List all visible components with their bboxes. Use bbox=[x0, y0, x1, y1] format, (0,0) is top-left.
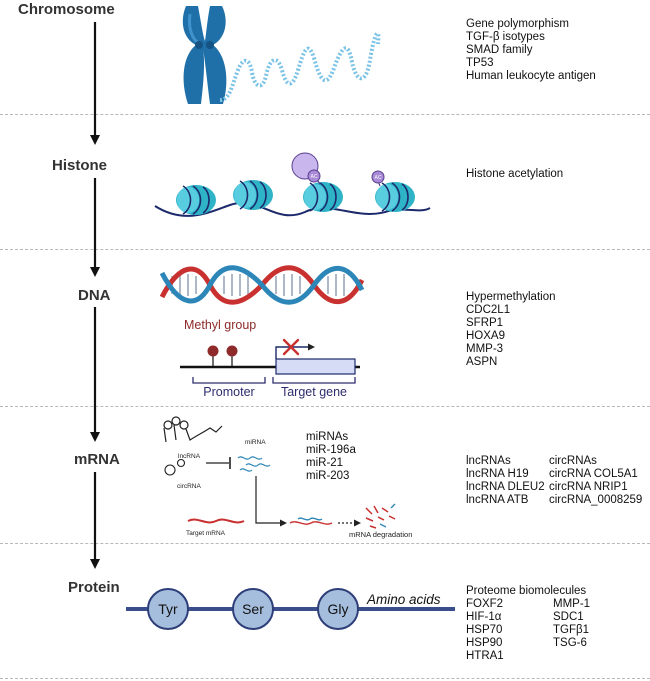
stage-label-histone: Histone bbox=[52, 157, 108, 174]
mirna-icon bbox=[237, 456, 271, 472]
gene-schematic: Promoter Target gene bbox=[180, 338, 360, 399]
methyl-group-icon bbox=[226, 345, 238, 367]
target-mrna-icon bbox=[187, 518, 245, 524]
x-mark-icon bbox=[282, 338, 300, 356]
list-item: miRNAs bbox=[306, 431, 349, 443]
list-item: ASPN bbox=[466, 356, 498, 368]
acetyl-group-icon: AC bbox=[291, 152, 321, 185]
list-item: circRNA_0008259 bbox=[549, 494, 643, 506]
target-gene-label: Target gene bbox=[281, 385, 347, 399]
amino-acid-bead: Gly bbox=[317, 588, 359, 630]
list-item: SDC1 bbox=[553, 611, 584, 623]
acetyl-group-icon: AC bbox=[371, 170, 385, 187]
divider bbox=[0, 114, 650, 115]
list-item: lncRNAs bbox=[466, 455, 511, 467]
list-item: lncRNA H19 bbox=[466, 468, 529, 480]
dna-helix-icon bbox=[159, 265, 365, 305]
circrna-icon bbox=[164, 458, 186, 476]
chromosome-icon bbox=[182, 6, 381, 104]
list-item: Proteome biomolecules bbox=[466, 585, 587, 597]
list-item: HIF-1α bbox=[466, 611, 502, 623]
list-item: TP53 bbox=[466, 57, 494, 69]
mrna-fragments-icon bbox=[365, 505, 396, 529]
list-item: Human leukocyte antigen bbox=[466, 70, 596, 82]
list-item: miR-203 bbox=[306, 470, 350, 482]
divider bbox=[0, 678, 650, 679]
target-gene-box bbox=[275, 358, 356, 375]
nucleosome bbox=[233, 180, 273, 210]
list-item: MMP-1 bbox=[553, 598, 591, 610]
circrna-list: circRNAs circRNA COL5A1 circRNA NRIP1 ci… bbox=[549, 455, 642, 507]
list-item: miR-196a bbox=[306, 444, 356, 456]
methyl-group-icon bbox=[207, 345, 219, 367]
lncrna-icon bbox=[163, 416, 223, 443]
list-item: TGFβ1 bbox=[553, 624, 590, 636]
list-item: circRNA NRIP1 bbox=[549, 481, 628, 493]
list-item: Histone acetylation bbox=[466, 168, 564, 180]
mirna-label: miRNA bbox=[245, 439, 266, 446]
list-item: lncRNA DLEU2 bbox=[466, 481, 545, 493]
list-item: Hypermethylation bbox=[466, 291, 556, 303]
amino-acid-bead: Tyr bbox=[147, 588, 189, 630]
list-item: FOXF2 bbox=[466, 598, 504, 610]
dna-factor-list: Hypermethylation CDC2L1 SFRP1 HOXA9 MMP-… bbox=[466, 291, 555, 369]
list-item: SMAD family bbox=[466, 44, 533, 56]
nucleosome bbox=[303, 182, 343, 212]
list-item: Gene polymorphism bbox=[466, 18, 569, 30]
acetyl-label: AC bbox=[375, 175, 382, 181]
list-item: HTRA1 bbox=[466, 650, 504, 662]
nucleosome-fiber: AC AC bbox=[154, 152, 431, 217]
list-item: lncRNA ATB bbox=[466, 494, 529, 506]
amino-acids-label: Amino acids bbox=[366, 592, 441, 607]
list-item: TSG-6 bbox=[553, 637, 587, 649]
divider bbox=[0, 543, 650, 544]
residue-label: Tyr bbox=[158, 601, 178, 617]
list-item: TGF-β isotypes bbox=[466, 31, 545, 43]
residue-label: Gly bbox=[328, 601, 349, 617]
stage-label-chromosome: Chromosome bbox=[18, 1, 115, 18]
list-item: HSP90 bbox=[466, 637, 503, 649]
divider bbox=[0, 406, 650, 407]
mirna-mrna-complex-icon bbox=[289, 517, 333, 525]
nucleosome bbox=[176, 185, 216, 215]
circrna-label: circRNA bbox=[177, 483, 201, 490]
list-item: SFRP1 bbox=[466, 317, 504, 329]
nucleosome bbox=[375, 182, 415, 212]
stage-label-mrna: mRNA bbox=[74, 451, 120, 468]
protein-list-col2: MMP-1 SDC1 TGFβ1 TSG-6 bbox=[553, 598, 590, 650]
acetyl-label: AC bbox=[311, 174, 318, 180]
list-item: miR-21 bbox=[306, 457, 344, 469]
protein-list-col1: Proteome biomolecules FOXF2 HIF-1α HSP70… bbox=[466, 585, 586, 663]
target-mrna-label: Target mRNA bbox=[186, 530, 226, 537]
ncrna-schematic: lncRNA circRNA miRNA Target mRNA bbox=[163, 416, 412, 539]
list-item: MMP-3 bbox=[466, 343, 504, 355]
list-item: HSP70 bbox=[466, 624, 503, 636]
histone-factor-list: Histone acetylation bbox=[466, 168, 563, 181]
stage-label-protein: Protein bbox=[68, 579, 120, 596]
lncrna-list: lncRNAs lncRNA H19 lncRNA DLEU2 lncRNA A… bbox=[466, 455, 545, 507]
chromosome-factor-list: Gene polymorphism TGF-β isotypes SMAD fa… bbox=[466, 18, 596, 83]
list-item: circRNAs bbox=[549, 455, 597, 467]
list-item: CDC2L1 bbox=[466, 304, 511, 316]
methyl-group-label: Methyl group bbox=[184, 318, 256, 332]
mrna-degradation-label: mRNA degradation bbox=[349, 530, 412, 539]
protein-chain: Tyr Ser Gly Amino acids bbox=[126, 588, 455, 630]
lncrna-label: lncRNA bbox=[178, 453, 201, 460]
list-item: HOXA9 bbox=[466, 330, 505, 342]
mirna-list: miRNAs miR-196a miR-21 miR-203 bbox=[306, 431, 356, 483]
divider bbox=[0, 249, 650, 250]
promoter-label: Promoter bbox=[203, 385, 254, 399]
amino-acid-bead: Ser bbox=[232, 588, 274, 630]
residue-label: Ser bbox=[242, 601, 264, 617]
list-item: circRNA COL5A1 bbox=[549, 468, 638, 480]
stage-label-dna: DNA bbox=[78, 287, 111, 304]
mirna-fragments-icon bbox=[379, 503, 396, 528]
